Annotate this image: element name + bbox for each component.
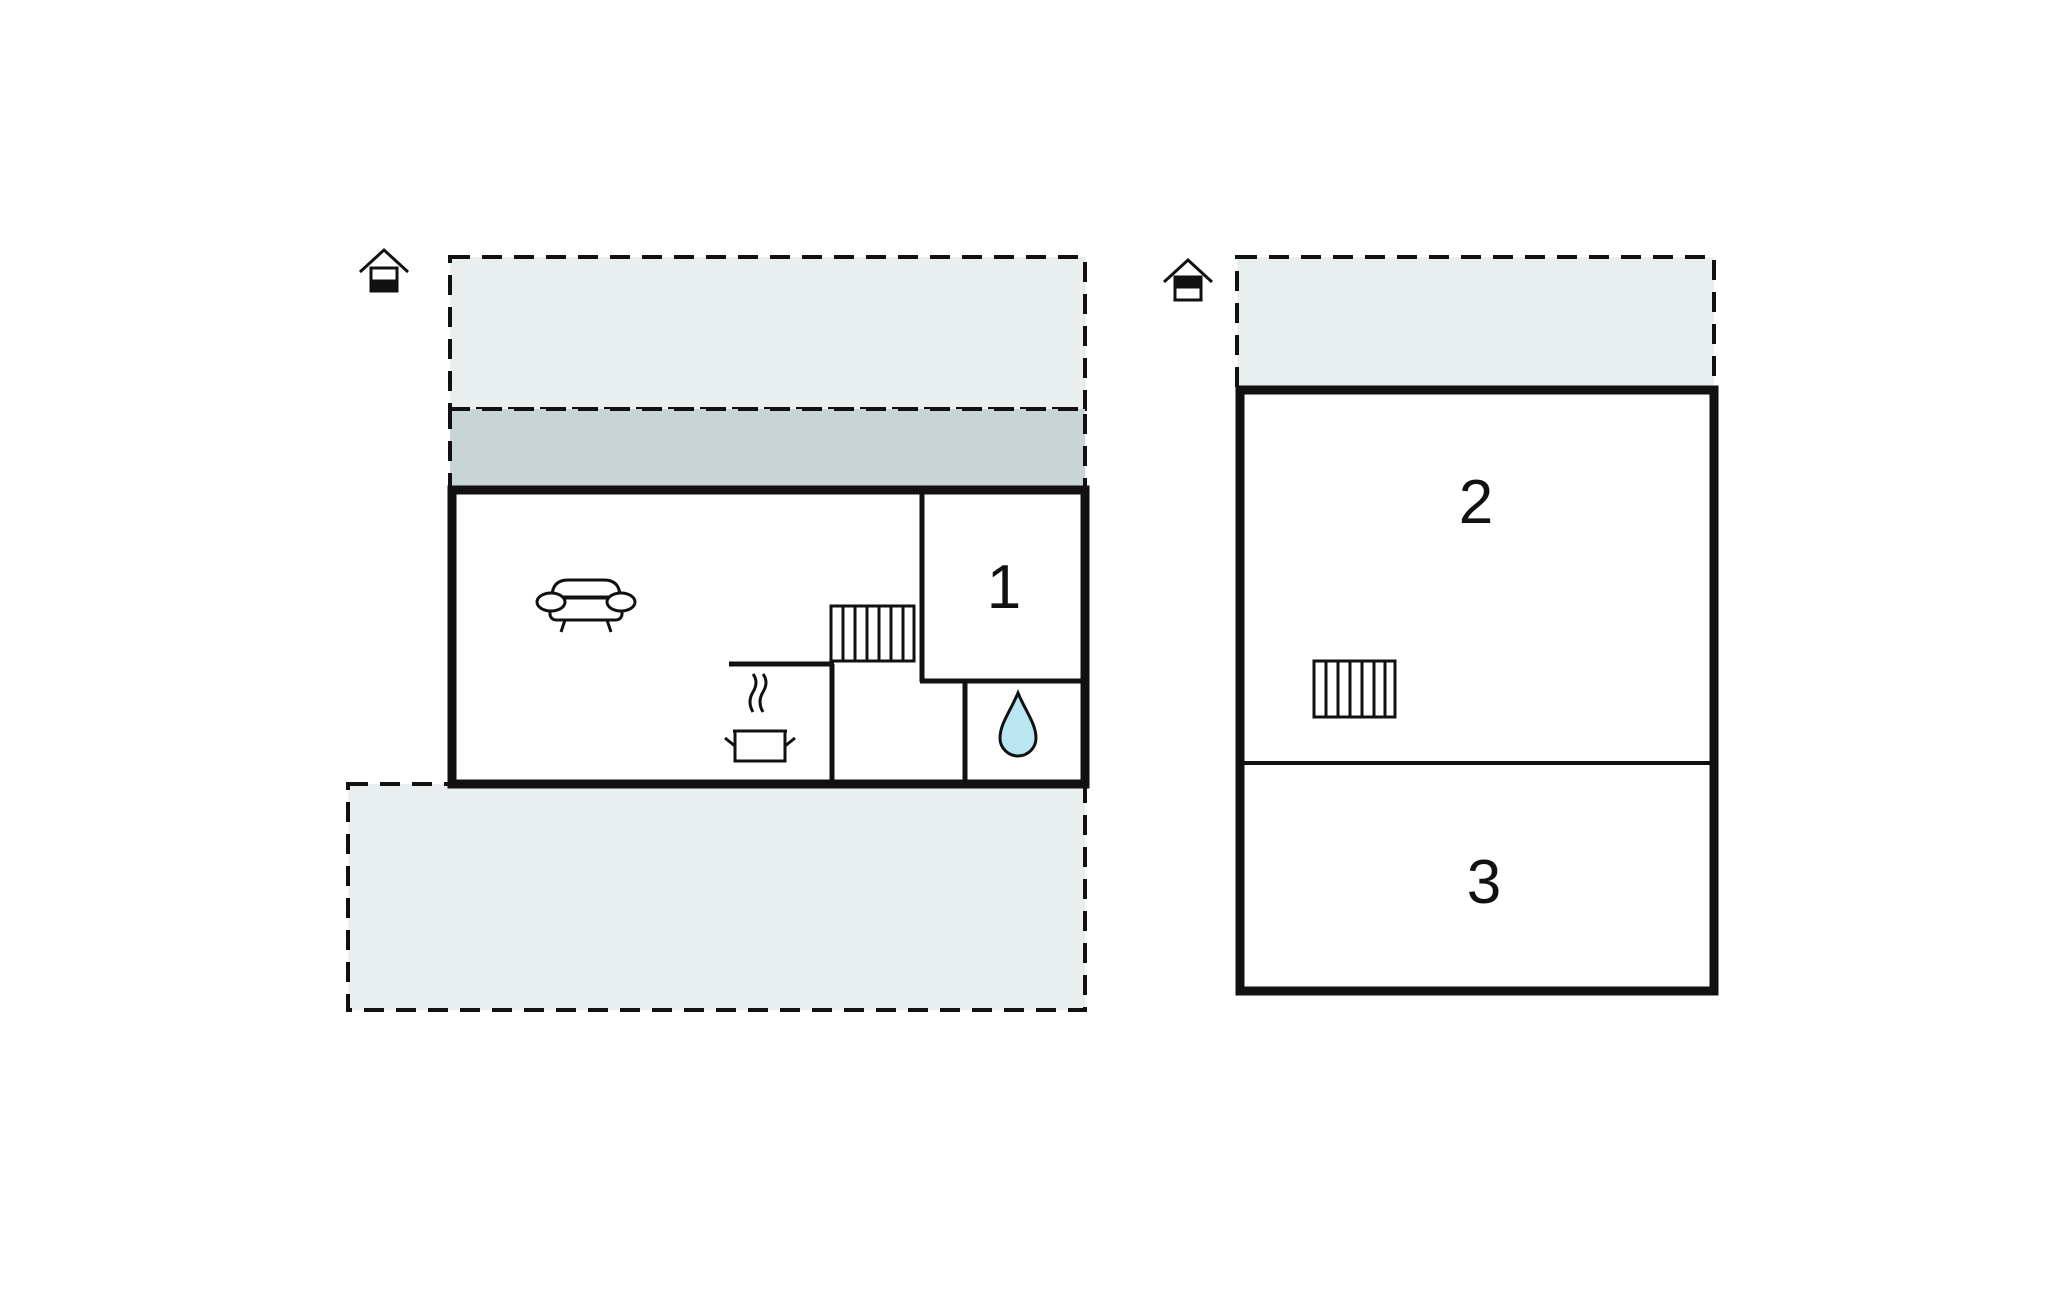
terrace-top <box>448 255 1087 411</box>
cooking-pot-icon <box>724 673 796 763</box>
house-level-icon-upper <box>1162 257 1214 302</box>
upper-floor: 2 3 <box>1162 255 1719 996</box>
staircase-icon-upper <box>1312 659 1397 719</box>
room-number-1: 1 <box>987 553 1021 622</box>
balcony <box>1235 255 1716 391</box>
room-number-2: 2 <box>1459 468 1493 537</box>
house-level-icon <box>358 247 410 293</box>
ground-floor: 1 <box>346 247 1090 1012</box>
staircase-icon <box>829 604 916 663</box>
interior-walls <box>729 490 1085 784</box>
terrace-bottom <box>346 782 1087 1012</box>
water-drop-icon <box>998 689 1038 758</box>
room-number-3: 3 <box>1467 848 1501 917</box>
sofa-icon <box>535 578 637 633</box>
covered-porch <box>448 407 1087 490</box>
